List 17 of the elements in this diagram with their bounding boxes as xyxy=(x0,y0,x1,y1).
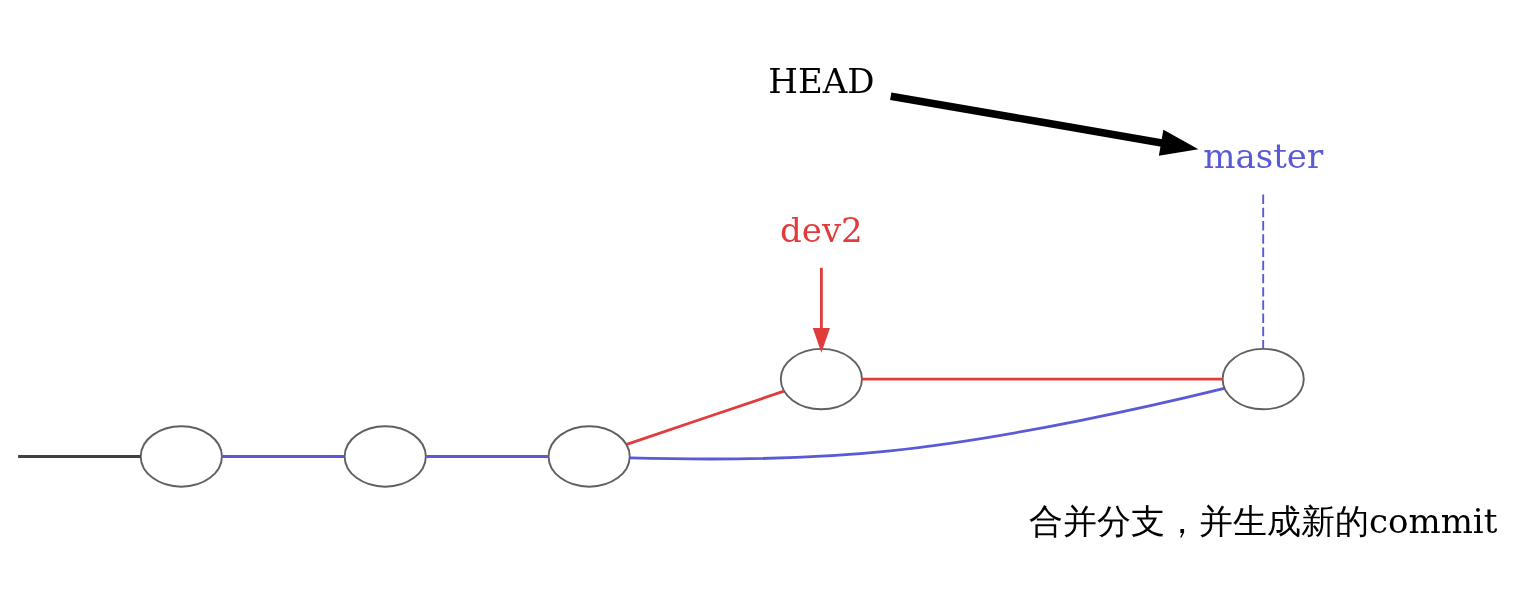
node-ellipse xyxy=(343,424,427,488)
connector xyxy=(222,454,345,458)
connector xyxy=(862,377,1223,380)
connector xyxy=(626,389,785,446)
connector xyxy=(629,386,1225,460)
connector xyxy=(18,454,141,458)
node-text: master xyxy=(1203,135,1324,176)
node-ellipse xyxy=(547,424,631,488)
node-label: 合并分支，并生成新的commit xyxy=(1028,500,1498,541)
node-ellipse xyxy=(139,424,223,488)
node-ellipse xyxy=(779,347,863,410)
connector xyxy=(1262,193,1265,349)
node-text: dev2 xyxy=(780,209,863,250)
arrow xyxy=(812,267,830,353)
node-text: HEAD xyxy=(768,60,875,101)
connector xyxy=(426,454,549,458)
node-ellipse xyxy=(1221,347,1305,410)
